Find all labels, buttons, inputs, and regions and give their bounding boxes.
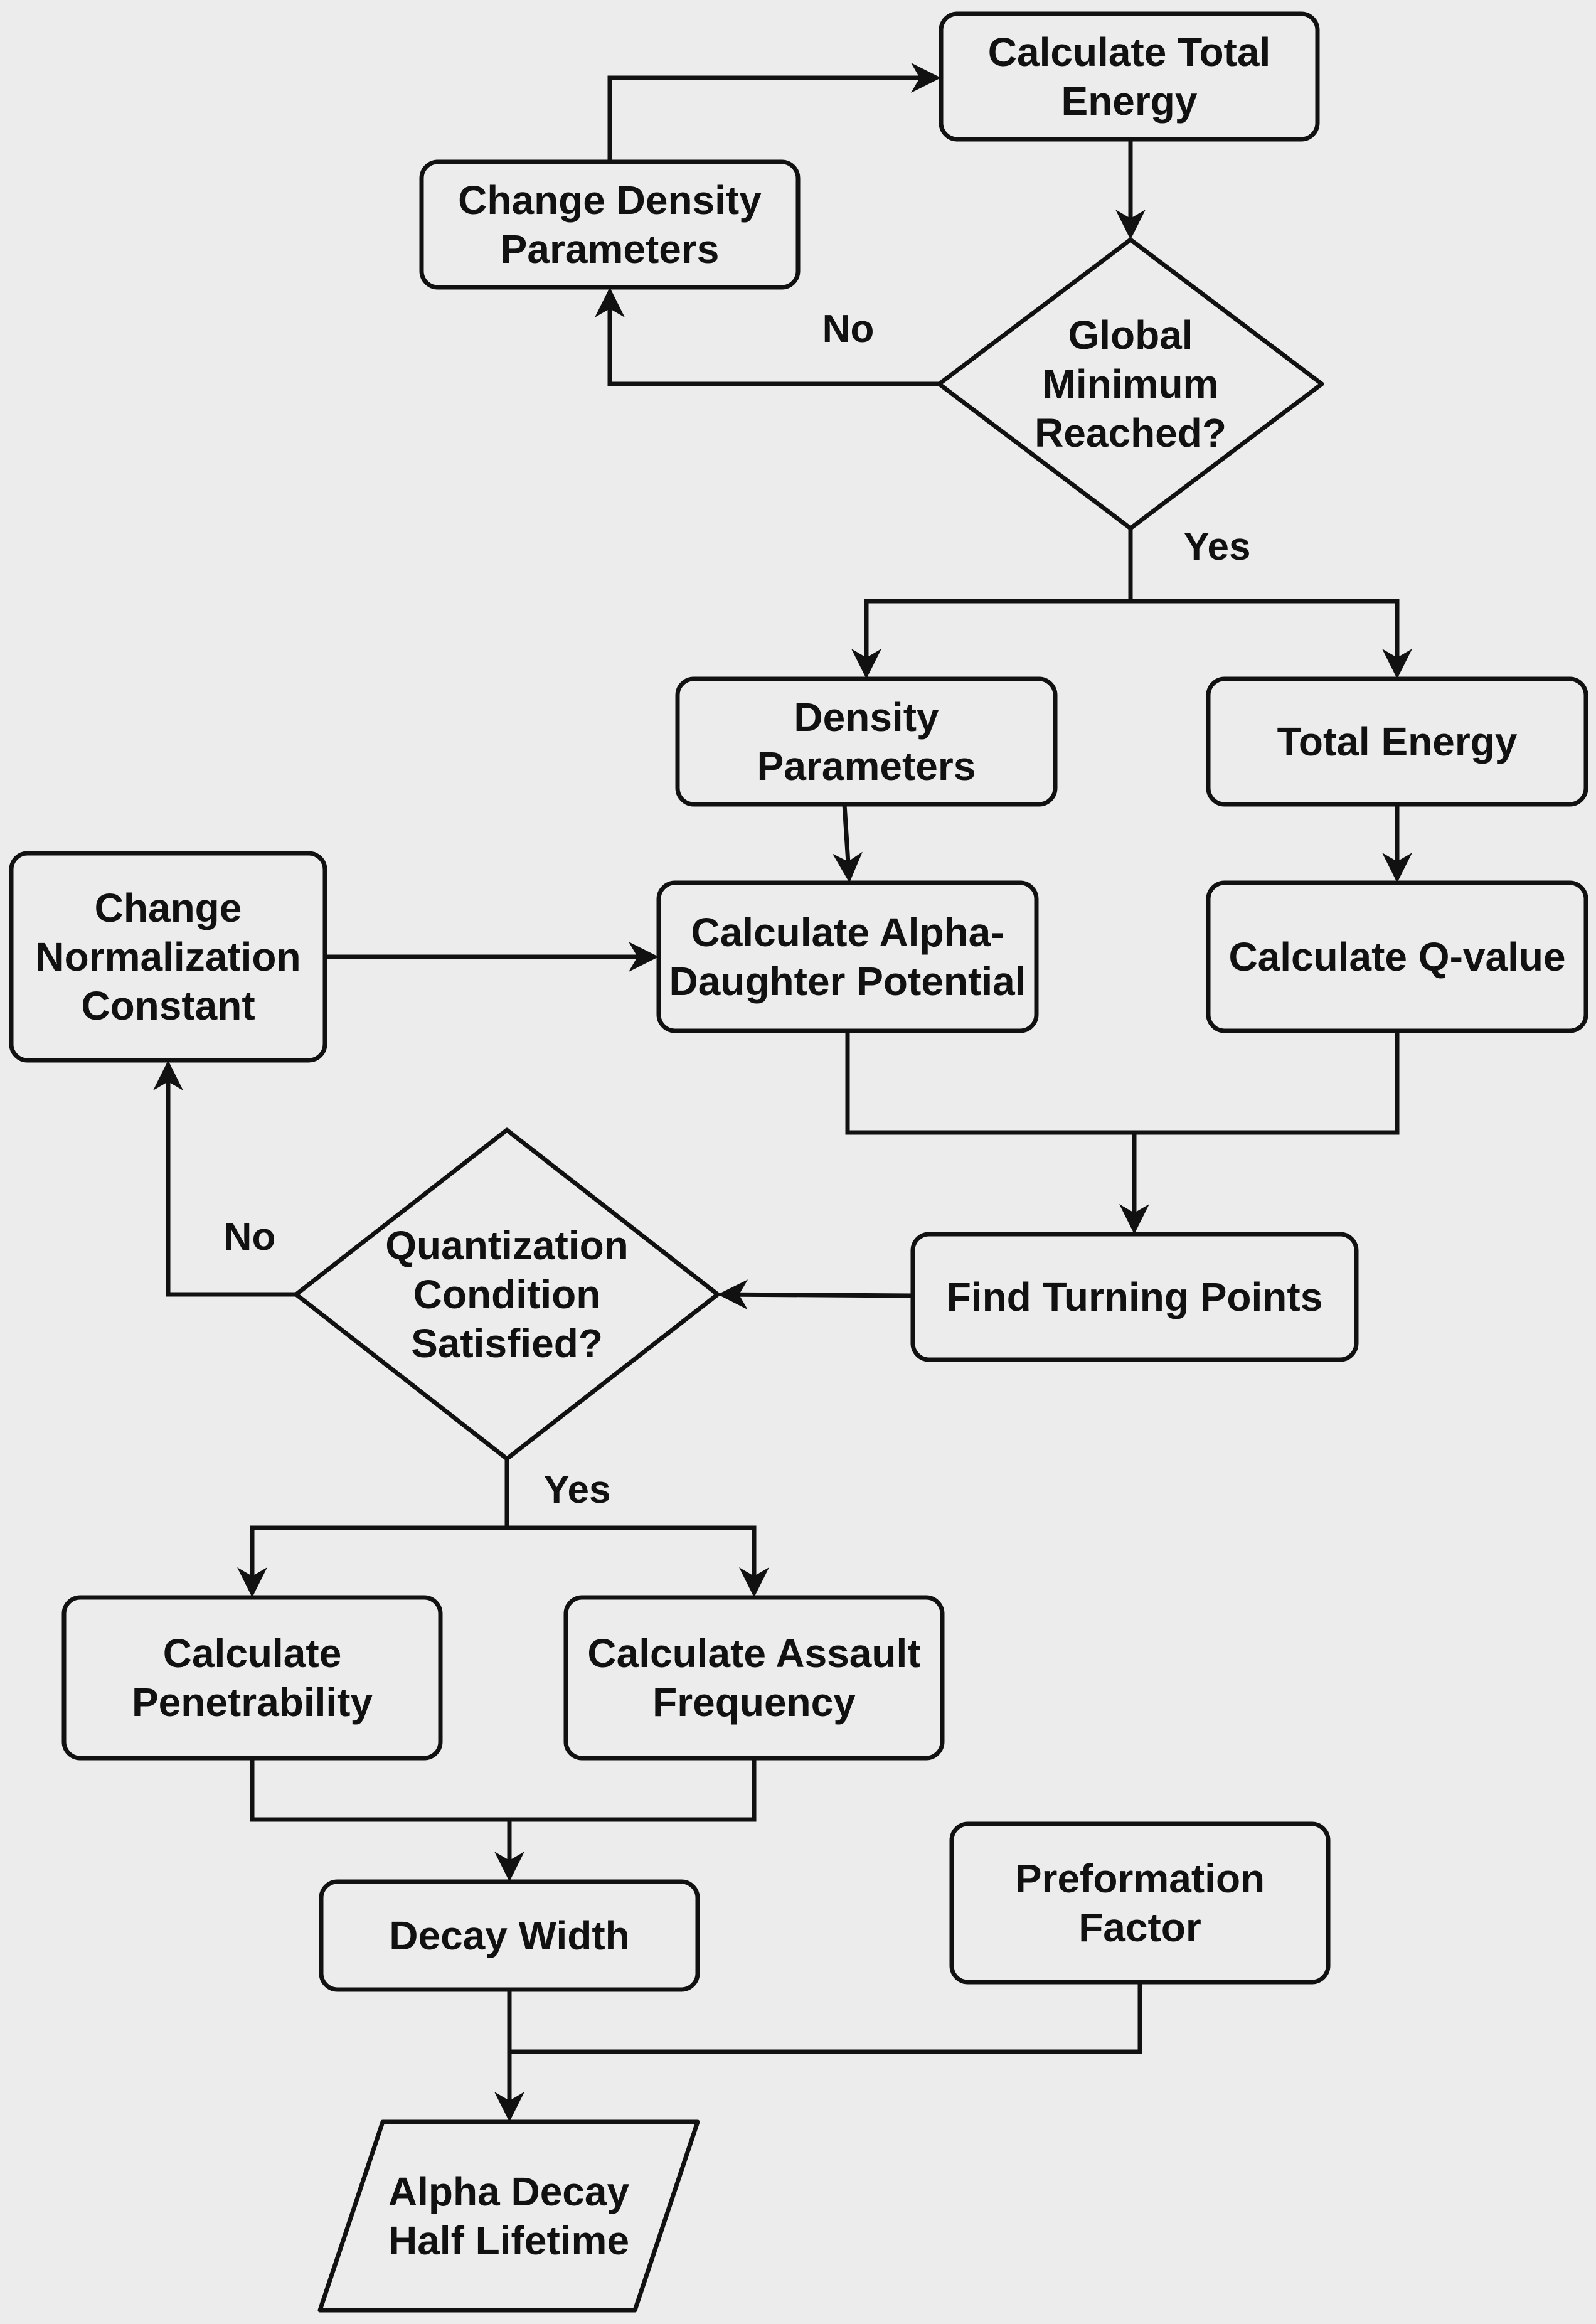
total-energy-shape bbox=[1206, 676, 1588, 807]
calc-q-value-shape bbox=[1206, 880, 1588, 1033]
edge-change-density-to-total-energy bbox=[607, 75, 921, 162]
edge-quantization-no bbox=[166, 1080, 296, 1297]
quantization-label-line: Condition bbox=[413, 1272, 601, 1317]
half-lifetime-label-line: Half Lifetime bbox=[388, 2218, 629, 2263]
edge-assault-down bbox=[509, 1758, 757, 1822]
find-turning-points-label-line: Find Turning Points bbox=[947, 1274, 1323, 1319]
edge-alpha-daughter-down bbox=[845, 1031, 1134, 1135]
edge-turning-points-to-quantization bbox=[737, 1292, 913, 1298]
calc-total-energy-label-line: Calculate Total bbox=[988, 29, 1270, 75]
edge-global-min-yes-left bbox=[864, 599, 1130, 659]
calc-penetrability-label-line: Penetrability bbox=[132, 1680, 373, 1725]
edge-total-energy-to-q-value-arrowhead bbox=[1382, 853, 1412, 883]
edge-quantization-yes-right bbox=[507, 1525, 757, 1577]
edge-merge-to-decay-width-arrowhead bbox=[494, 1852, 524, 1882]
calc-q-value-label-line: Calculate Q-value bbox=[1228, 934, 1565, 979]
edge-quantization-no-arrowhead bbox=[153, 1060, 183, 1090]
edge-turning-points-to-quantization-arrowhead bbox=[718, 1279, 748, 1310]
half-lifetime-label-line: Alpha Decay bbox=[388, 2169, 630, 2214]
calc-penetrability-shape bbox=[61, 1595, 443, 1761]
global-no-label: No bbox=[822, 307, 875, 351]
decay-width-shape bbox=[319, 1879, 700, 1992]
calc-assault-label-line: Calculate Assault bbox=[587, 1631, 920, 1676]
global-min-shape bbox=[937, 237, 1324, 531]
preformation-label-line: Factor bbox=[1078, 1905, 1201, 1950]
edge-global-min-yes-right bbox=[1130, 599, 1400, 659]
calc-alpha-daughter-shape bbox=[656, 880, 1039, 1033]
edge-global-min-no bbox=[607, 307, 939, 386]
change-density-label-line: Parameters bbox=[501, 227, 720, 272]
edge-density-to-alpha-daughter-arrowhead bbox=[832, 851, 863, 883]
global-min-label-line: Global bbox=[1068, 312, 1193, 358]
edge-q-value-down bbox=[1134, 1031, 1400, 1135]
change-norm-label-line: Change bbox=[95, 885, 242, 930]
calc-alpha-daughter-node: Calculate Alpha-Daughter Potential bbox=[656, 880, 1039, 1033]
edge-penetrability-down bbox=[250, 1758, 509, 1822]
change-density-shape bbox=[419, 159, 801, 290]
preformation-shape bbox=[949, 1821, 1331, 1985]
total-energy-label-line: Total Energy bbox=[1277, 719, 1518, 764]
edge-total-energy-to-global-min-arrowhead bbox=[1115, 210, 1146, 240]
calc-total-energy-shape bbox=[939, 11, 1320, 142]
edges bbox=[153, 63, 1412, 2122]
calc-total-energy-label-line: Energy bbox=[1061, 78, 1198, 124]
preformation-label-line: Preformation bbox=[1015, 1856, 1265, 1901]
edge-global-min-no-arrowhead bbox=[595, 287, 625, 317]
change-norm-shape bbox=[9, 851, 327, 1063]
change-norm-label-line: Normalization bbox=[35, 934, 301, 979]
calc-alpha-daughter-label-line: Calculate Alpha- bbox=[691, 910, 1004, 955]
decay-width-label-line: Decay Width bbox=[389, 1913, 630, 1958]
global-yes-label: Yes bbox=[1184, 525, 1251, 568]
edge-change-density-to-total-energy-arrowhead bbox=[911, 63, 941, 93]
edge-global-min-yes-right-arrowhead bbox=[1382, 649, 1412, 679]
edge-global-min-yes-left-arrowhead bbox=[851, 649, 881, 679]
calc-assault-shape bbox=[563, 1595, 945, 1761]
total-energy-node: Total Energy bbox=[1206, 676, 1588, 807]
find-turning-points-node: Find Turning Points bbox=[910, 1232, 1359, 1362]
calc-assault-label-line: Frequency bbox=[652, 1680, 856, 1725]
edge-change-norm-to-alpha-daughter-arrowhead bbox=[629, 942, 659, 972]
quantization-label-line: Satisfied? bbox=[411, 1321, 603, 1366]
quantization-shape bbox=[294, 1127, 720, 1461]
edge-preformation-down bbox=[509, 1982, 1142, 2054]
edge-quantization-yes-left bbox=[250, 1525, 507, 1577]
decay-width-node: Decay Width bbox=[319, 1879, 700, 1992]
quantization-label-line: Quantization bbox=[385, 1223, 629, 1268]
calc-q-value-node: Calculate Q-value bbox=[1206, 880, 1588, 1033]
edge-quantization-yes-right-arrowhead bbox=[739, 1567, 769, 1597]
density-params-label-line: Density bbox=[794, 695, 939, 740]
edge-density-to-alpha-daughter bbox=[842, 804, 851, 863]
quantization-yes-label: Yes bbox=[544, 1468, 611, 1511]
density-params-shape bbox=[675, 676, 1058, 807]
change-density-label-line: Change Density bbox=[458, 178, 762, 223]
edge-quantization-yes-left-arrowhead bbox=[237, 1567, 267, 1597]
global-min-label-line: Reached? bbox=[1035, 410, 1226, 456]
find-turning-points-shape bbox=[910, 1232, 1359, 1362]
edge-merge-to-turning-points-arrowhead bbox=[1119, 1204, 1149, 1234]
change-norm-label-line: Constant bbox=[81, 983, 255, 1028]
density-params-label-line: Parameters bbox=[757, 744, 976, 789]
half-lifetime-shape bbox=[317, 2119, 700, 2313]
edge-labels: No Yes No Yes bbox=[224, 307, 1251, 1511]
global-min-label-line: Minimum bbox=[1043, 361, 1219, 407]
calc-alpha-daughter-label-line: Daughter Potential bbox=[669, 959, 1026, 1004]
edge-decay-width-to-half-lifetime-arrowhead bbox=[494, 2092, 524, 2122]
calc-penetrability-label-line: Calculate bbox=[163, 1631, 342, 1676]
quantization-no-label: No bbox=[224, 1215, 276, 1259]
